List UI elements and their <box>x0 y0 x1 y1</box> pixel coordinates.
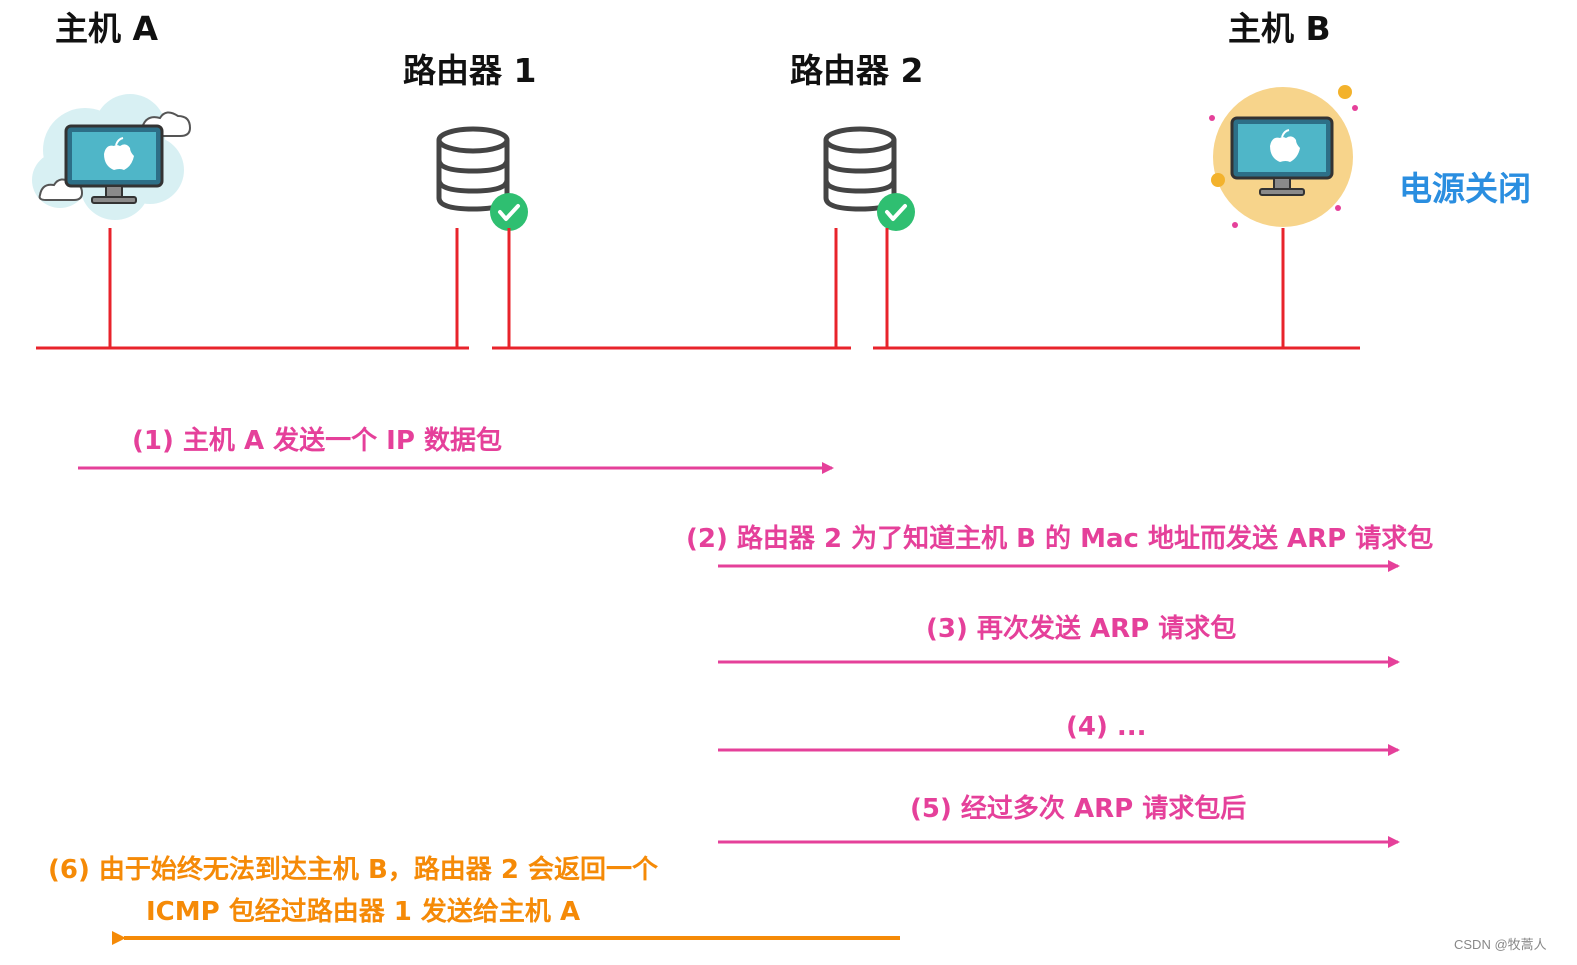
router-2-database-icon <box>823 126 915 231</box>
router-1-database-icon <box>436 126 528 231</box>
router-1-label: 路由器 1 <box>403 51 537 90</box>
watermark: CSDN @牧蒿人 <box>1454 937 1547 952</box>
step-4-label: (4) ... <box>1066 712 1147 742</box>
step-3-label: (3) 再次发送 ARP 请求包 <box>926 614 1237 644</box>
computer-sun-icon <box>1209 85 1358 228</box>
cloud-computer-icon <box>32 94 192 220</box>
step-6-label-line-2: ICMP 包经过路由器 1 发送给主机 A <box>146 897 581 927</box>
step-5-label: (5) 经过多次 ARP 请求包后 <box>910 794 1247 824</box>
step-1-label: (1) 主机 A 发送一个 IP 数据包 <box>132 426 502 456</box>
network-wires <box>36 228 1360 350</box>
host-b-status: 电源关闭 <box>1399 169 1531 208</box>
host-a-label: 主机 A <box>55 9 159 48</box>
host-b-label: 主机 B <box>1228 9 1331 48</box>
step-2-label: (2) 路由器 2 为了知道主机 B 的 Mac 地址而发送 ARP 请求包 <box>686 524 1434 554</box>
router-2-label: 路由器 2 <box>790 51 924 90</box>
step-6-label-line-1: (6) 由于始终无法到达主机 B，路由器 2 会返回一个 <box>48 855 658 885</box>
step-arrows <box>78 462 1400 945</box>
